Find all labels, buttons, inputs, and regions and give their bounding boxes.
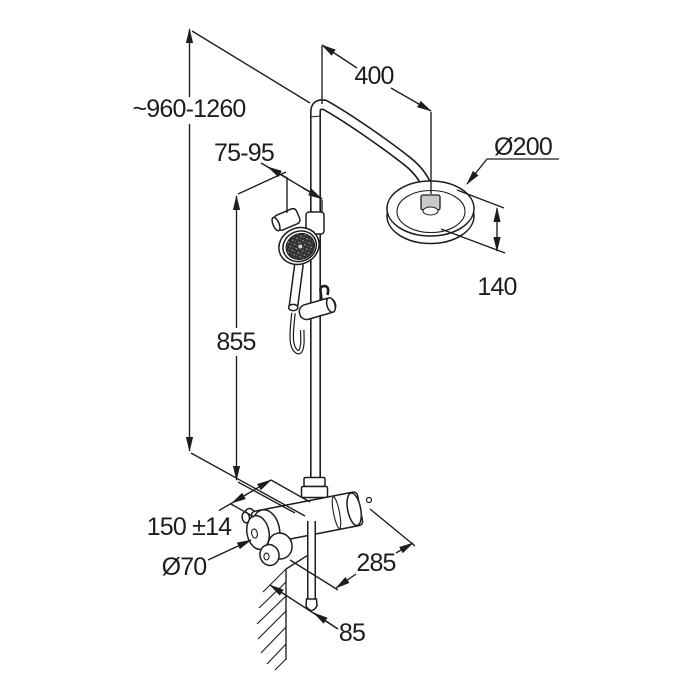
riser-union-nut-top bbox=[303, 476, 326, 488]
riser-pipe-and-arm bbox=[309, 99, 435, 479]
dim-arm-projection: 400 bbox=[321, 44, 432, 194]
overhead-shower-head bbox=[386, 180, 475, 245]
overall-height-label: ~960-1260 bbox=[132, 95, 245, 123]
temperature-knob-hub bbox=[251, 528, 258, 539]
mixer-right-cap bbox=[346, 492, 363, 527]
spray-face-hub bbox=[297, 243, 304, 250]
hand-shower bbox=[278, 226, 320, 355]
hand-shower-head bbox=[278, 226, 320, 266]
lower-pipe-end bbox=[305, 598, 318, 612]
mixer-seam bbox=[331, 496, 342, 529]
holder-knob-cap bbox=[271, 216, 281, 232]
dim-wall-offset: 85 bbox=[269, 584, 366, 647]
wall-section bbox=[256, 551, 314, 671]
hook-icon bbox=[319, 284, 330, 300]
dim-mixer-projection: 285 bbox=[289, 508, 416, 591]
riser-union-nut-bottom bbox=[300, 485, 329, 499]
head-hub bbox=[422, 206, 439, 216]
handle-end-cap bbox=[287, 303, 299, 312]
flow-knob-hub bbox=[263, 552, 270, 561]
mixer-projection-label: 285 bbox=[356, 549, 395, 577]
knob-diameter-label: Ø70 bbox=[162, 553, 207, 581]
dim-head-diameter: Ø200 bbox=[466, 133, 559, 185]
holder-range-label: 75-95 bbox=[214, 139, 274, 167]
dim-head-height: 140 bbox=[440, 189, 517, 301]
head-diameter-label: Ø200 bbox=[494, 133, 552, 161]
inlet-spacing-label: 150 ±14 bbox=[147, 513, 232, 541]
dim-holder-range: 75-95 bbox=[214, 139, 323, 213]
dim-overall-height: ~960-1260 bbox=[132, 28, 311, 517]
pipe-joint-tick bbox=[309, 115, 322, 118]
rail-length-label: 855 bbox=[216, 328, 255, 356]
shower-fixture bbox=[241, 99, 475, 612]
hand-shower-holder bbox=[271, 207, 325, 235]
dim-inlet-spacing: 150 ±14 bbox=[147, 479, 311, 541]
arm-projection-label: 400 bbox=[354, 62, 393, 90]
thermostatic-mixer bbox=[241, 476, 373, 612]
mixer-screw-dot bbox=[365, 496, 373, 504]
dim-knob-diameter: Ø70 bbox=[162, 539, 252, 581]
bracket-cap bbox=[325, 296, 337, 314]
wall-offset-label: 85 bbox=[339, 619, 365, 647]
head-height-label: 140 bbox=[477, 273, 516, 301]
hose-bracket bbox=[298, 284, 337, 321]
wall-hatching bbox=[256, 568, 287, 671]
